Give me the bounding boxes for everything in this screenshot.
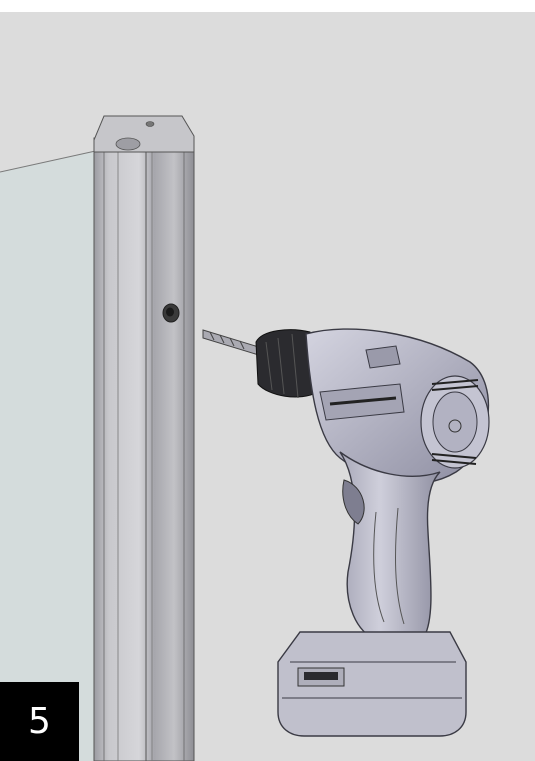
battery-pack bbox=[277, 631, 467, 737]
step-number-badge: 5 bbox=[0, 682, 79, 761]
drill-bit bbox=[202, 329, 263, 357]
assembly-illustration bbox=[0, 115, 490, 761]
cordless-drill bbox=[255, 328, 490, 641]
glass-panel bbox=[0, 149, 101, 761]
screw-hole bbox=[162, 303, 180, 323]
illustration-frame: 5 bbox=[0, 12, 535, 761]
aluminium-profile bbox=[93, 115, 195, 761]
